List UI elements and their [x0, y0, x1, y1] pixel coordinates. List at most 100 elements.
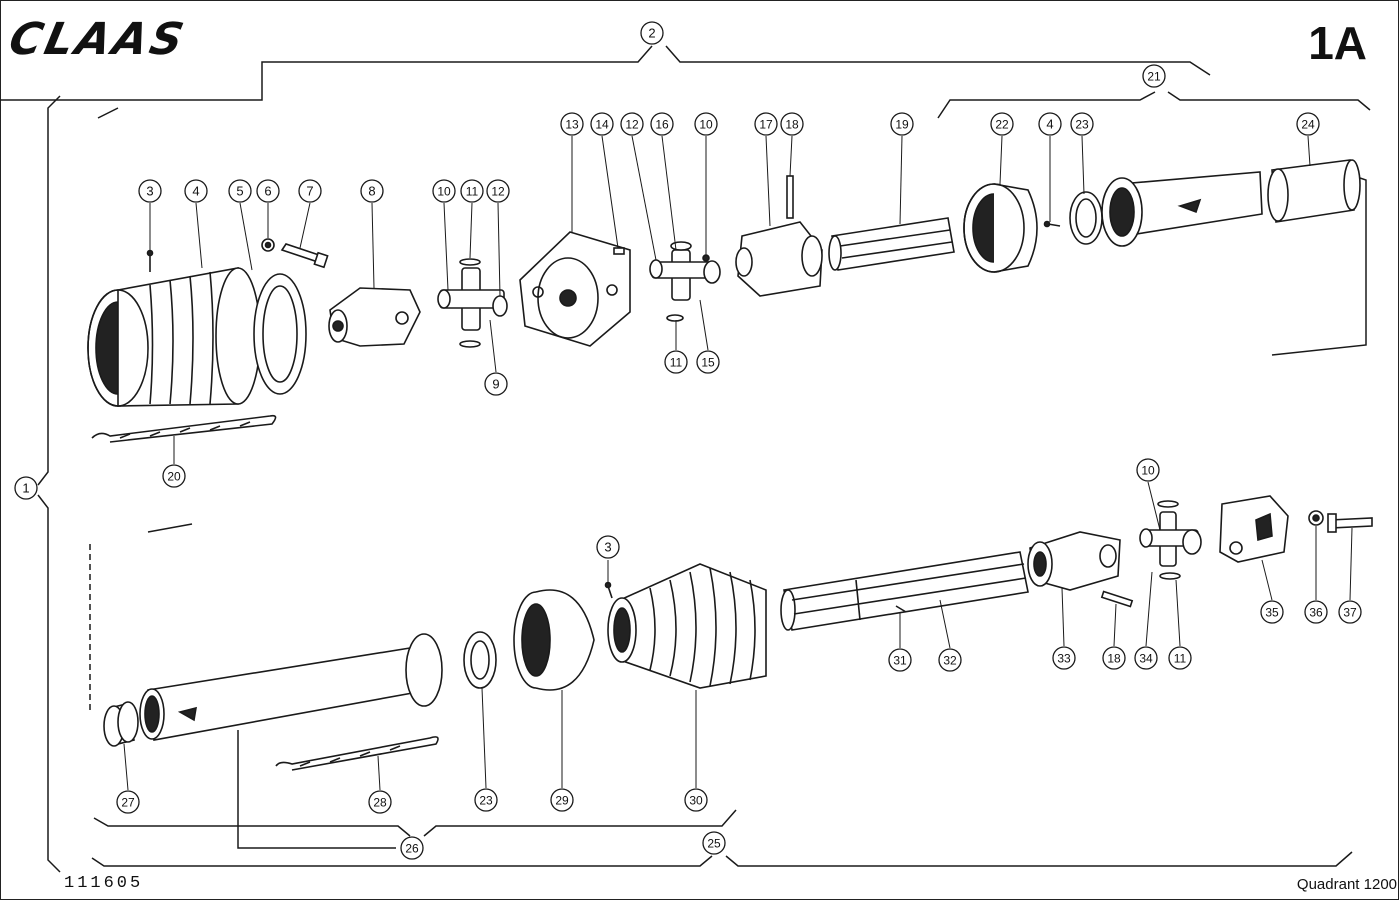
part-sleeve-27 — [103, 701, 139, 747]
callout-label: 20 — [167, 470, 181, 484]
callout-6: 6 — [256, 179, 280, 203]
upper-assembly — [87, 159, 1361, 443]
part-pin-14 — [613, 247, 625, 255]
callout-label: 29 — [555, 794, 569, 808]
callout-label: 34 — [1139, 652, 1153, 666]
callout-label: 14 — [595, 118, 609, 132]
callout-18: 18 — [780, 112, 804, 136]
part-yoke-17 — [735, 221, 823, 297]
part-screw-3 — [146, 249, 154, 272]
callout-36: 36 — [1304, 600, 1328, 624]
part-bearing-22 — [963, 183, 1038, 273]
callout-9: 9 — [484, 372, 508, 396]
callout-21: 21 — [1142, 64, 1166, 88]
part-cross-34 — [1139, 500, 1202, 580]
callout-2: 2 — [640, 21, 664, 45]
callout-label: 11 — [670, 356, 683, 370]
callout-label: 36 — [1309, 606, 1323, 620]
part-flange-13 — [519, 231, 631, 347]
callout-label: 23 — [1075, 118, 1089, 132]
callout-4: 4 — [1038, 112, 1062, 136]
callout-label: 10 — [437, 185, 451, 199]
callout-24: 24 — [1296, 112, 1320, 136]
callout-label: 9 — [492, 377, 499, 392]
part-pin-18-lower — [1100, 590, 1134, 608]
callout-5: 5 — [228, 179, 252, 203]
group-brackets — [0, 45, 1371, 873]
callout-label: 31 — [893, 654, 907, 668]
callout-4: 4 — [184, 179, 208, 203]
part-bolt-37 — [1327, 513, 1373, 533]
part-cross-15 — [649, 241, 721, 322]
callout-17: 17 — [754, 112, 778, 136]
part-ring-5 — [253, 273, 307, 395]
callout-11: 11 — [460, 179, 484, 203]
callout-16: 16 — [650, 112, 674, 136]
sheet-number: 1A — [1308, 17, 1367, 69]
part-sleeve-24 — [1267, 159, 1361, 223]
callout-label: 15 — [701, 356, 715, 370]
part-cross-9 — [437, 258, 508, 348]
callout-10: 10 — [694, 112, 718, 136]
document-number: 111605 — [64, 874, 144, 893]
callout-34: 34 — [1134, 646, 1158, 670]
part-nut-36 — [1308, 510, 1324, 526]
callout-label: 18 — [1107, 652, 1121, 666]
callout-label: 12 — [625, 118, 639, 132]
part-ring-23-lower — [463, 631, 497, 689]
part-yoke-8 — [328, 287, 421, 347]
callout-label: 4 — [192, 184, 199, 199]
callout-3: 3 — [138, 179, 162, 203]
callout-12: 12 — [486, 179, 510, 203]
callout-19: 19 — [890, 112, 914, 136]
callout-25: 25 — [702, 831, 726, 855]
callout-label: 3 — [604, 540, 611, 555]
callout-label: 22 — [995, 118, 1009, 132]
part-nut-6 — [261, 238, 275, 252]
callout-label: 25 — [707, 837, 721, 851]
callout-33: 33 — [1052, 646, 1076, 670]
callout-27: 27 — [116, 790, 140, 814]
callout-1: 1 — [14, 476, 38, 500]
callout-7: 7 — [298, 179, 322, 203]
part-bolt-7 — [280, 243, 329, 269]
callout-31: 31 — [888, 648, 912, 672]
part-ring-23 — [1069, 191, 1103, 245]
callout-label: 10 — [1141, 464, 1155, 478]
callout-37: 37 — [1338, 600, 1362, 624]
callout-label: 28 — [373, 796, 387, 810]
callout-label: 19 — [895, 118, 909, 132]
callout-leaders — [123, 135, 1353, 791]
part-pin-18 — [786, 175, 794, 219]
callout-label: 30 — [689, 794, 703, 808]
part-bellows-30 — [607, 563, 767, 689]
part-chain-28 — [275, 736, 439, 771]
callout-label: 1 — [22, 481, 29, 496]
callout-13: 13 — [560, 112, 584, 136]
callout-label: 6 — [264, 184, 271, 199]
callout-label: 12 — [491, 185, 505, 199]
callout-label: 37 — [1343, 606, 1357, 620]
part-chain-20 — [91, 414, 277, 443]
callout-11: 11 — [1168, 646, 1192, 670]
part-cap-29 — [513, 589, 595, 691]
callout-label: 16 — [655, 118, 669, 132]
callout-label: 7 — [306, 184, 313, 199]
callout-23: 23 — [1070, 112, 1094, 136]
callout-label: 2 — [648, 26, 655, 41]
callout-12: 12 — [620, 112, 644, 136]
callout-11: 11 — [664, 350, 688, 374]
callout-label: 13 — [565, 118, 579, 132]
part-yoke-35 — [1219, 495, 1289, 563]
callout-10: 10 — [1136, 458, 1160, 482]
callout-15: 15 — [696, 350, 720, 374]
callout-label: 5 — [236, 184, 243, 199]
callout-label: 4 — [1046, 117, 1053, 132]
callout-label: 35 — [1265, 606, 1279, 620]
part-guard-cone — [87, 267, 261, 407]
callout-32: 32 — [938, 648, 962, 672]
part-profile-32 — [780, 551, 1029, 631]
